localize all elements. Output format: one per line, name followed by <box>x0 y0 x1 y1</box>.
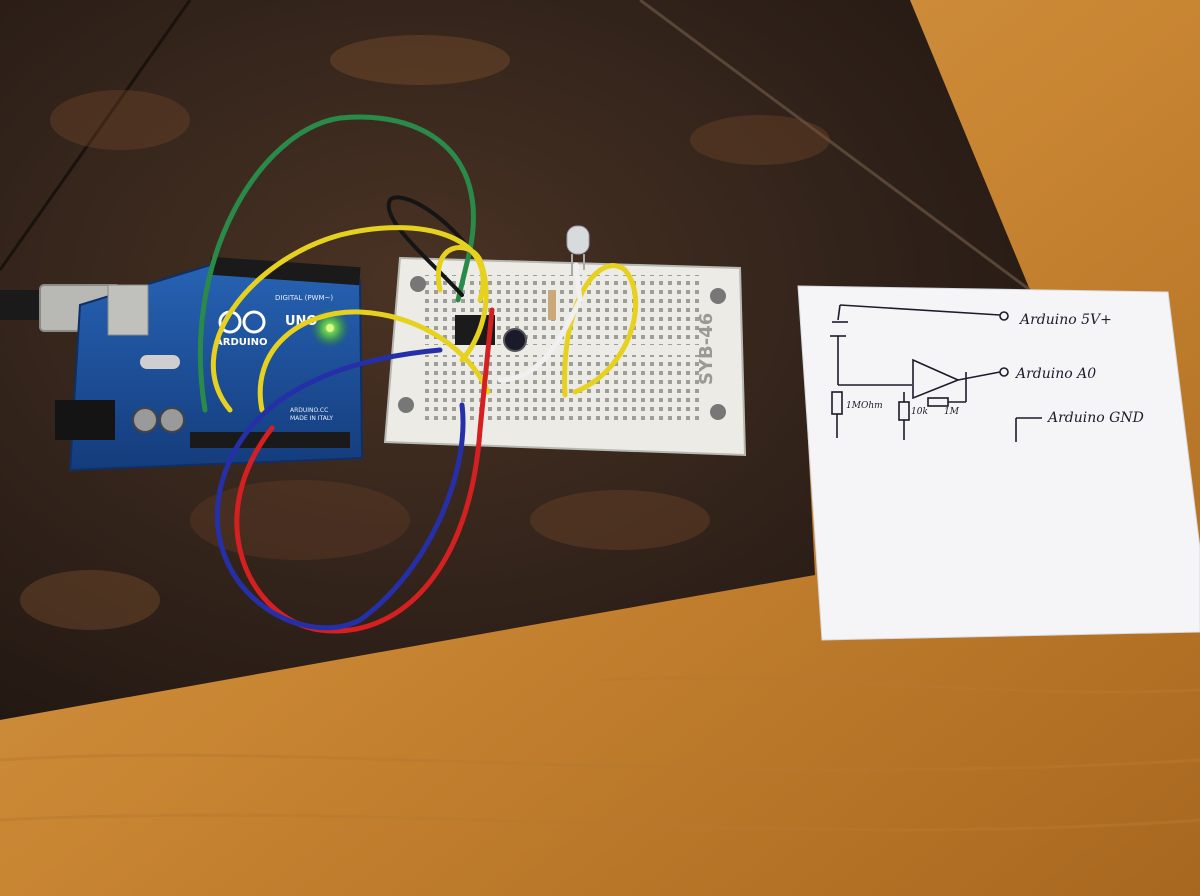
board-model: UNO <box>285 314 318 329</box>
trimmer-potentiometer <box>503 328 527 352</box>
breadboard-model: SYB-46 <box>696 313 717 385</box>
wire-black <box>386 195 472 297</box>
breadboard: SYB-46 <box>383 256 747 457</box>
arduino-board: ARDUINO UNO DIGITAL (PWM~) ARDUINO.CC MA… <box>55 256 364 472</box>
board-brand: ARDUINO <box>215 337 267 348</box>
mounting-hole-2 <box>398 397 414 413</box>
schematic-r3-label: 1M <box>944 407 960 417</box>
power-led <box>326 324 334 332</box>
schematic-vcc-label: Arduino 5V+ <box>1018 312 1112 328</box>
dc-jack <box>55 400 115 440</box>
schematic-a0-label: Arduino A0 <box>1014 366 1096 382</box>
breadboard-channel <box>420 345 700 355</box>
mounting-hole-4 <box>710 404 726 420</box>
board-made-in: MADE IN ITALY <box>290 415 333 422</box>
schematic-r2-label: 10k <box>911 407 928 417</box>
clear-led <box>566 225 590 275</box>
usb-port <box>107 284 149 336</box>
wire-yellow-3 <box>435 245 489 363</box>
table-grain <box>0 676 1200 832</box>
jumper-wires <box>197 114 639 634</box>
board-digital-label: DIGITAL (PWM~) <box>275 294 333 302</box>
slate-tile-edge <box>639 0 1031 292</box>
mounting-hole-3 <box>710 288 726 304</box>
wire-white <box>497 262 583 383</box>
mounting-hole-1 <box>410 276 426 292</box>
slate-texture <box>20 35 830 630</box>
schematic-r1-label: 1MOhm <box>846 401 883 411</box>
crystal <box>140 355 180 369</box>
schematic-paper: Arduino 5V+ Arduino A0 Arduino GND 1MOhm… <box>797 285 1200 641</box>
schematic-drawing <box>830 304 1042 442</box>
wire-green <box>197 114 476 413</box>
digital-header <box>209 256 361 286</box>
wire-blue <box>215 347 466 631</box>
wire-yellow-2 <box>257 309 491 413</box>
power-header <box>190 432 350 448</box>
resistor <box>548 290 556 320</box>
schematic-gnd-label: Arduino GND <box>1046 410 1144 426</box>
board-website: ARDUINO.CC <box>290 407 328 414</box>
capacitor-1 <box>132 407 158 433</box>
slate-crack <box>0 0 192 271</box>
capacitor-2 <box>159 407 185 433</box>
